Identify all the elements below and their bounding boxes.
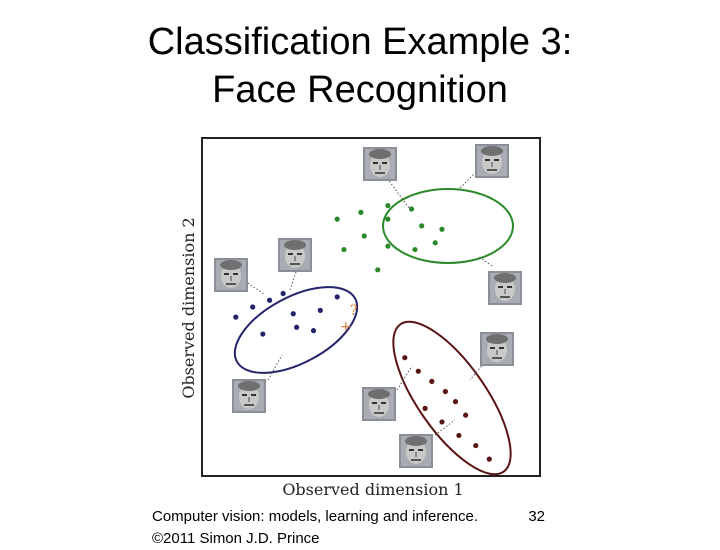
data-point (385, 243, 391, 249)
data-point (280, 290, 286, 297)
data-point (385, 203, 391, 209)
face-thumbnail (214, 258, 248, 292)
footer-copyright: ©2011 Simon J.D. Prince (152, 530, 320, 547)
face-connector (469, 349, 496, 381)
data-point (473, 442, 479, 449)
data-point (402, 355, 408, 361)
query-plus: + (340, 319, 352, 335)
query-point: + ? (340, 303, 358, 335)
data-point (375, 267, 381, 273)
x-axis-label: Observed dimension 1 (282, 480, 463, 499)
face-thumbnail (278, 238, 312, 272)
data-point (486, 456, 492, 462)
cluster-green-ellipse (382, 188, 514, 264)
face-thumbnail (232, 379, 266, 413)
data-point (385, 216, 391, 222)
face-connector (434, 419, 456, 436)
data-point (456, 432, 462, 439)
face-thumbnail (362, 387, 396, 421)
data-point (412, 246, 418, 253)
slide-title-line1: Classification Example 3: (147, 21, 573, 63)
y-axis-label: Observed dimension 2 (179, 217, 198, 398)
slide-title: Classification Example 3: Face Recogniti… (0, 18, 720, 114)
classification-figure: Observed dimension 2 Observed dimension … (170, 130, 560, 505)
data-point (233, 314, 239, 320)
face-connector (477, 255, 493, 267)
figure-svg: Observed dimension 2 Observed dimension … (179, 137, 541, 499)
data-point (294, 324, 300, 330)
cluster-maroon (362, 320, 514, 476)
cluster-blue-ellipse (233, 286, 359, 374)
data-point (267, 297, 273, 303)
face-connector (267, 354, 283, 381)
data-point (260, 331, 266, 337)
face-connector (396, 365, 413, 391)
face-thumbnail (363, 147, 397, 181)
cluster-maroon-ellipse (392, 320, 512, 476)
data-point (429, 378, 435, 384)
data-point (361, 233, 367, 239)
data-point (334, 216, 340, 222)
data-point (310, 328, 317, 334)
slide-title-line2: Face Recognition (212, 69, 508, 111)
face-connector (457, 171, 477, 191)
page-number: 32 (528, 508, 545, 525)
query-label: ? (350, 303, 358, 319)
data-point (432, 240, 438, 246)
data-point (341, 246, 347, 253)
data-point (463, 412, 469, 418)
face-thumbnail (399, 434, 433, 468)
face-thumbnail (488, 271, 522, 305)
footer-text: Computer vision: models, learning and in… (152, 508, 479, 525)
data-point (408, 206, 415, 212)
data-point (290, 311, 296, 317)
data-point (317, 307, 323, 313)
face-thumbnail (480, 332, 514, 366)
data-point (442, 388, 448, 395)
cluster-blue (214, 238, 359, 413)
data-point (250, 304, 256, 310)
face-thumbnail (475, 144, 509, 178)
data-point (422, 405, 428, 411)
data-point (358, 209, 364, 215)
cluster-green (334, 144, 522, 305)
data-point (452, 399, 459, 405)
data-point (334, 294, 340, 300)
slide-footer: Computer vision: models, learning and in… (152, 506, 572, 550)
data-point (419, 223, 425, 229)
data-point (415, 368, 421, 374)
data-point (439, 226, 445, 232)
data-point (439, 419, 445, 425)
